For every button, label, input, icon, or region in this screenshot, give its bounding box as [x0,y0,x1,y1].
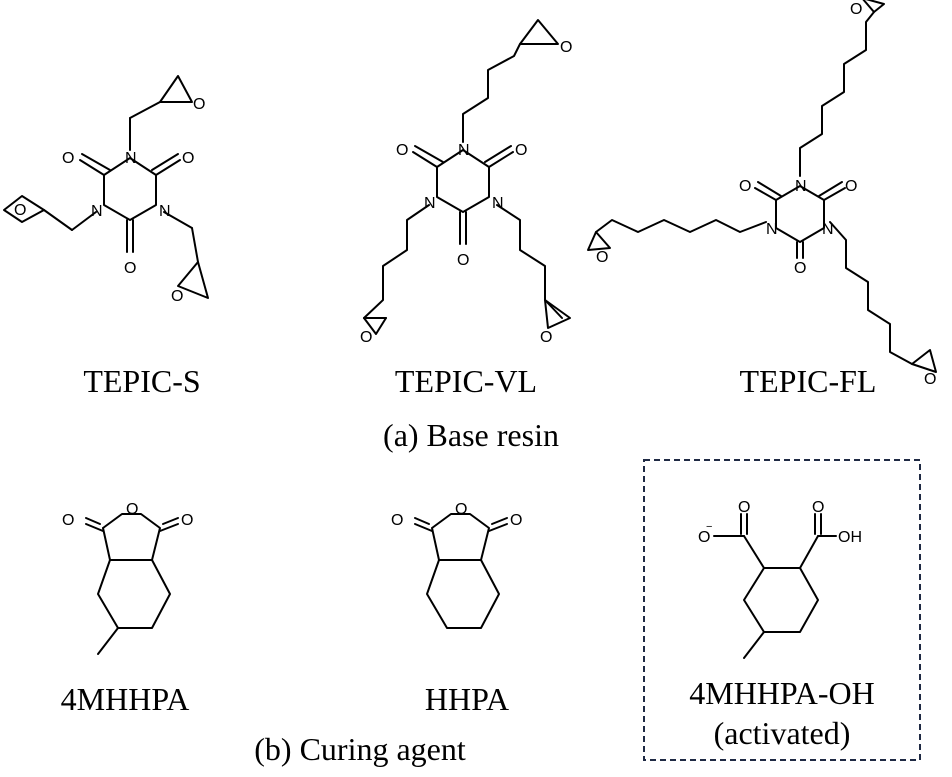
tepic-fl-atom-o: O [596,249,608,266]
4mhhpa-oh-label: 4MHHPA-OH [689,675,875,711]
tepic-vl-atom-o: O [360,329,372,346]
tepic-vl-atom-o: O [515,142,527,159]
tepic-s-bonds [3,75,209,299]
tepic-fl-atom-n: N [795,178,807,195]
tepic-vl-atom-o: O [560,39,572,56]
tepic-vl-bonds [363,19,571,335]
tepic-s-atom-o: O [62,150,74,167]
tepic-s-atom-n: N [125,150,137,167]
tepic-fl-atom-n: N [822,221,834,238]
tepic-s-atom-o: O [193,96,205,113]
4mhhpa-oh-atom-o: O [812,499,824,516]
molecule-hhpa: O O O HHPA [391,501,522,717]
hhpa-atom-o: O [391,512,403,529]
molecule-tepic-fl: N N N O O O O O O TEPIC-FL [587,0,937,399]
4mhhpa-oh-bonds [713,513,837,659]
activated-highlight-box [643,459,921,761]
tepic-s-atom-n: N [91,203,103,220]
hhpa-bonds [414,513,508,629]
4mhhpa-atom-o: O [181,512,193,529]
4mhhpa-atom-o: O [126,501,138,518]
4mhhpa-oh-note: (activated) [714,715,851,751]
hhpa-atom-o: O [510,512,522,529]
tepic-fl-atom-o: O [850,1,862,18]
4mhhpa-atom-o: O [62,512,74,529]
tepic-s-label: TEPIC-S [83,363,200,399]
hhpa-atom-o: O [455,501,467,518]
tepic-fl-label: TEPIC-FL [740,363,877,399]
molecule-tepic-vl: N N N O O O O O O TEPIC-VL [360,19,572,399]
tepic-vl-atom-n: N [458,142,470,159]
tepic-vl-atom-n: N [492,195,504,212]
4mhhpa-oh-atom-o: O [738,499,750,516]
tepic-s-atom-o: O [14,202,26,219]
4mhhpa-label: 4MHHPA [61,681,190,717]
tepic-vl-atom-o: O [457,252,469,269]
tepic-vl-atom-o: O [540,329,552,346]
molecule-tepic-s: N N N O O O O O O TEPIC-S [3,75,209,399]
molecule-4mhhpa: O O O 4MHHPA [61,501,194,717]
molecule-4mhhpa-oh: O O O − OH 4MHHPA-OH (activated) [689,499,875,751]
caption-curing-agent: (b) Curing agent [254,731,466,767]
tepic-vl-label: TEPIC-VL [395,363,537,399]
tepic-fl-atom-o: O [924,371,936,388]
tepic-vl-atom-n: N [424,195,436,212]
tepic-fl-atom-o: O [794,260,806,277]
tepic-fl-atom-o: O [739,178,751,195]
4mhhpa-oh-charge: − [706,521,712,533]
tepic-s-atom-n: N [159,203,171,220]
tepic-vl-atom-o: O [396,142,408,159]
tepic-fl-atom-n: N [766,221,778,238]
4mhhpa-oh-atom-oh: OH [838,529,862,546]
4mhhpa-bonds [85,513,179,655]
caption-base-resin: (a) Base resin [383,417,559,453]
hhpa-label: HHPA [425,681,509,717]
tepic-s-atom-o: O [124,260,136,277]
4mhhpa-oh-atom-o-minus: O [698,529,710,546]
tepic-fl-atom-o: O [845,178,857,195]
tepic-fl-bonds [587,0,937,373]
tepic-s-atom-o: O [182,150,194,167]
tepic-s-atom-o: O [171,288,183,305]
